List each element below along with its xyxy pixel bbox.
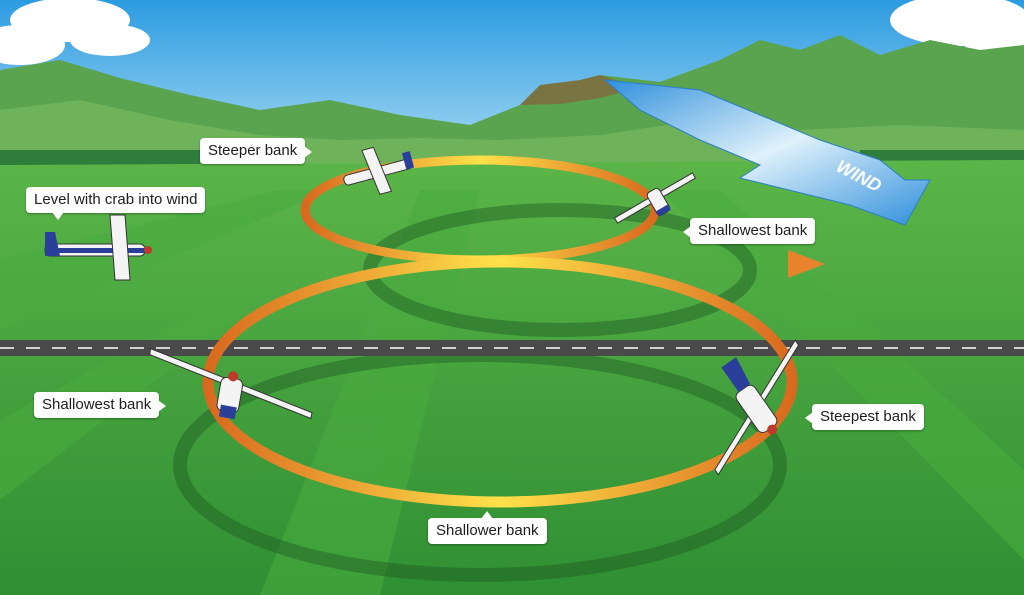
label-shallowest-bank-left: Shallowest bank: [34, 392, 167, 418]
label-shallowest-bank-top: Shallowest bank: [682, 218, 816, 244]
label-level-crab: Level with crab into wind: [26, 187, 206, 220]
plane-shallowest-bank-left: [149, 347, 313, 420]
runway: [0, 340, 1024, 356]
label-shallower-bank: Shallower bank: [428, 511, 547, 544]
entry-arrowhead: [788, 250, 825, 278]
wind-arrow: [603, 79, 931, 226]
plane-shallowest-bank-top: [613, 172, 697, 224]
label-steepest-bank: Steepest bank: [805, 404, 924, 430]
plane-steepest-bank: [714, 339, 800, 476]
plane-steeper-bank: [343, 146, 415, 195]
plane-level-crab: [44, 214, 152, 281]
label-steeper-bank: Steeper bank: [200, 138, 313, 164]
